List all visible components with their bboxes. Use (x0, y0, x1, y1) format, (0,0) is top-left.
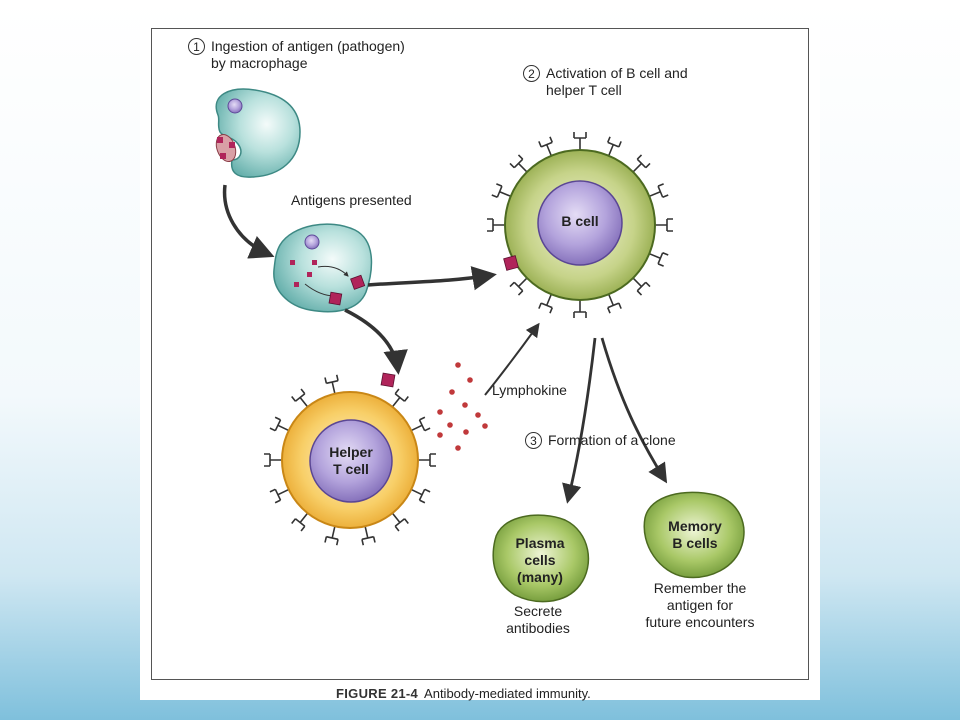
antibody-receptor (391, 388, 409, 409)
b-cell (487, 132, 673, 318)
step-1-label: 1 Ingestion of antigen (pathogen) by macr… (188, 38, 405, 72)
memory-desc-line1: Remember the (653, 580, 747, 596)
figure-caption-text: Antibody-mediated immunity. (424, 686, 591, 701)
antibody-receptor (538, 293, 553, 314)
lymphokine-dot (463, 429, 469, 435)
plasma-line1: Plasma (515, 535, 565, 551)
presented-antigen (380, 372, 396, 388)
helper-t-line2: T cell (333, 461, 369, 477)
b-cell-label: B cell (561, 213, 599, 229)
step-2-line1: Activation of B cell and (546, 65, 688, 81)
step-2-label: 2 Activation of B cell and helper T cell (523, 65, 688, 99)
lymphokine-dot (455, 362, 461, 368)
helper-t-receptors (264, 374, 436, 546)
arrow-bcell-to-memory (600, 337, 668, 484)
antibody-receptor (491, 183, 512, 198)
antibody-receptor (631, 154, 651, 174)
antibody-receptor (391, 511, 409, 532)
arrow-present-to-helper (344, 308, 408, 375)
step-1-line1: Ingestion of antigen (pathogen) (211, 38, 405, 54)
step-2-line2: helper T cell (546, 82, 622, 98)
antibody-receptor (269, 488, 290, 504)
antibody-receptor (324, 374, 339, 395)
lymphokine-dot (462, 402, 468, 408)
plasma-line2: cells (524, 552, 556, 568)
lymphokine-dot (455, 445, 461, 451)
lymphokine-dot (437, 432, 443, 438)
antibody-receptor (417, 453, 436, 467)
antibody-receptor (509, 154, 529, 174)
antibody-receptor (648, 183, 669, 198)
figure-caption: FIGURE 21-4 Antibody-mediated immunity. (336, 686, 591, 701)
lymphokine-dot (449, 389, 455, 395)
antibody-receptor (291, 511, 309, 532)
macrophage-cell (215, 88, 301, 178)
lymphokine-dot (437, 409, 443, 415)
antigen-presenting-cell (273, 223, 373, 313)
antibody-receptor (324, 525, 339, 546)
bound-antigen (503, 255, 519, 271)
plasma-description: Secrete antibodies (493, 603, 583, 637)
antibody-receptor (648, 252, 669, 267)
lymphokine-dots (437, 362, 488, 451)
diagram-canvas (215, 88, 745, 603)
figure-number: FIGURE 21-4 (336, 686, 419, 701)
memory-line1: Memory (668, 518, 722, 534)
plasma-line3: (many) (517, 569, 563, 585)
antibody-receptor (410, 416, 431, 432)
lymphokine-dot (475, 412, 481, 418)
memory-desc-line3: future encounters (645, 614, 755, 630)
arrow-ingest-to-present (222, 184, 275, 259)
memory-description: Remember the antigen for future encounte… (630, 580, 770, 631)
plasma-desc-line2: antibodies (506, 620, 570, 636)
step-3-line1: Formation of a clone (548, 432, 676, 448)
memory-desc-line2: antigen for (666, 597, 734, 613)
antibody-receptor (538, 136, 553, 157)
helper-t-line1: Helper (329, 444, 373, 460)
antibody-receptor (291, 388, 309, 409)
plasma-cell-label: Plasma cells (many) (500, 535, 580, 586)
antibody-receptor (509, 276, 529, 296)
antibody-receptor (264, 453, 283, 467)
antibody-receptor (487, 218, 506, 232)
step-1-line2: by macrophage (211, 55, 308, 71)
b-cell-receptors (487, 132, 673, 318)
lymphokine-dot (467, 377, 473, 383)
memory-line2: B cells (672, 535, 718, 551)
helper-t-cell-label: Helper T cell (311, 444, 391, 478)
antibody-receptor (654, 218, 673, 232)
memory-b-cell-label: Memory B cells (652, 518, 738, 552)
antibody-receptor (631, 276, 651, 296)
antibody-receptor (573, 132, 587, 151)
slide-page: 1 Ingestion of antigen (pathogen) by macr… (140, 20, 820, 701)
plasma-desc-line1: Secrete (513, 603, 563, 619)
antibody-receptor (607, 293, 622, 314)
antibody-receptor (573, 299, 587, 318)
arrow-bcell-to-plasma (562, 337, 597, 504)
lymphokine-dot (482, 423, 488, 429)
lymphokine-label: Lymphokine (492, 382, 567, 398)
step-2-number: 2 (523, 65, 540, 82)
step-3-number: 3 (525, 432, 542, 449)
step-3-label: 3 Formation of a clone (525, 432, 676, 449)
antigens-presented-label: Antigens presented (291, 192, 412, 208)
antibody-receptor (269, 416, 290, 432)
arrow-present-to-bcell (367, 266, 497, 291)
antibody-receptor (361, 525, 376, 546)
antibody-receptor (607, 136, 622, 157)
helper-t-cell (264, 372, 436, 546)
memory-b-cell (643, 491, 745, 579)
antibody-receptor (410, 488, 431, 504)
step-1-number: 1 (188, 38, 205, 55)
plasma-cell (492, 514, 590, 603)
lymphokine-dot (447, 422, 453, 428)
arrow-lymphokine-to-bcell (484, 322, 540, 396)
